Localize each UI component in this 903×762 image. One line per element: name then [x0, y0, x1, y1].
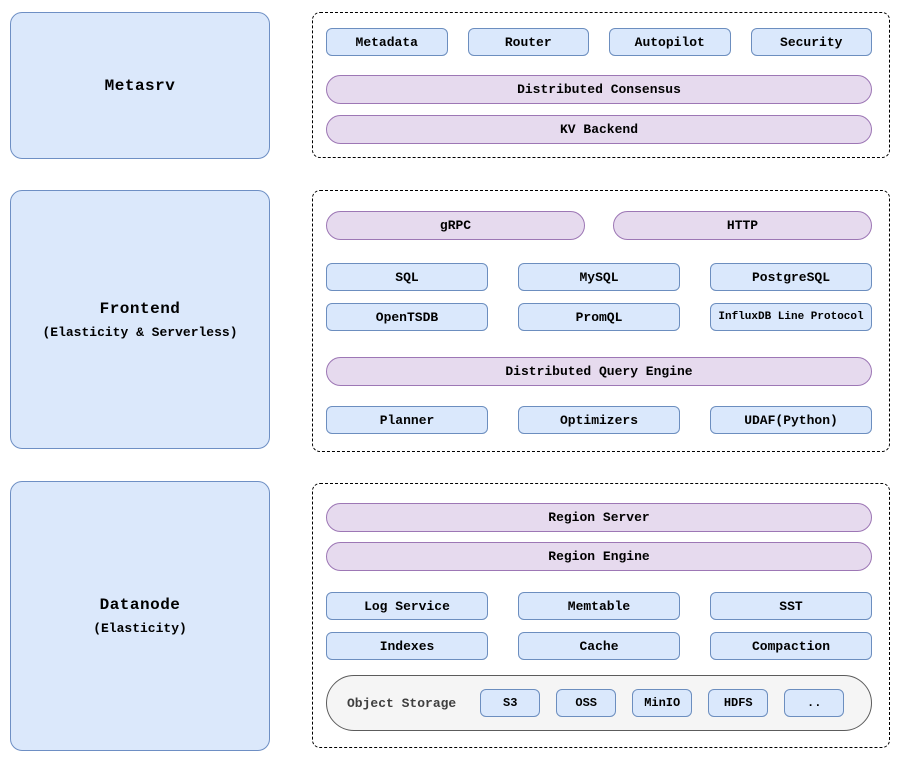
metasrv-modules-row: Metadata Router Autopilot Security	[326, 28, 872, 56]
node-minio: MinIO	[632, 689, 693, 717]
frontend-box-subtitle: (Elasticity & Serverless)	[42, 324, 238, 340]
pill-http: HTTP	[613, 211, 872, 240]
node-metadata: Metadata	[326, 28, 448, 56]
datanode-panel: Region Server Region Engine Log Service …	[312, 483, 890, 748]
frontend-engine-modules-row: Planner Optimizers UDAF(Python)	[326, 406, 872, 434]
node-memtable: Memtable	[518, 592, 680, 620]
pill-kv-backend: KV Backend	[326, 115, 872, 144]
frontend-panel: gRPC HTTP SQL MySQL PostgreSQL OpenTSDB …	[312, 190, 890, 452]
frontend-protocols-row2: OpenTSDB PromQL InfluxDB Line Protocol	[326, 303, 872, 331]
datanode-box: Datanode (Elasticity)	[10, 481, 270, 751]
node-router: Router	[467, 28, 589, 56]
datanode-modules-row2: Indexes Cache Compaction	[326, 632, 872, 660]
node-udaf-python: UDAF(Python)	[710, 406, 872, 434]
node-promql: PromQL	[518, 303, 680, 331]
object-storage-label: Object Storage	[347, 695, 457, 711]
node-opentsdb: OpenTSDB	[326, 303, 488, 331]
datanode-modules-row1: Log Service Memtable SST	[326, 592, 872, 620]
node-compaction: Compaction	[710, 632, 872, 660]
node-postgresql: PostgreSQL	[710, 263, 872, 291]
metasrv-box: Metasrv	[10, 12, 270, 159]
node-autopilot: Autopilot	[609, 28, 731, 56]
node-sst: SST	[710, 592, 872, 620]
pill-region-engine: Region Engine	[326, 542, 872, 571]
frontend-box-title: Frontend	[99, 299, 181, 318]
frontend-transport-row: gRPC HTTP	[326, 211, 872, 240]
node-security: Security	[750, 28, 872, 56]
node-mysql: MySQL	[518, 263, 680, 291]
frontend-box: Frontend (Elasticity & Serverless)	[10, 190, 270, 449]
node-cache: Cache	[518, 632, 680, 660]
node-optimizers: Optimizers	[518, 406, 680, 434]
pill-grpc: gRPC	[326, 211, 585, 240]
pill-distributed-consensus: Distributed Consensus	[326, 75, 872, 104]
object-storage-group: Object Storage S3 OSS MinIO HDFS ..	[326, 675, 872, 731]
frontend-protocols-row1: SQL MySQL PostgreSQL	[326, 263, 872, 291]
node-sql: SQL	[326, 263, 488, 291]
metasrv-panel: Metadata Router Autopilot Security Distr…	[312, 12, 890, 158]
node-influxdb-line-protocol: InfluxDB Line Protocol	[710, 303, 872, 331]
datanode-box-title: Datanode	[99, 596, 181, 614]
node-s3: S3	[480, 689, 541, 717]
pill-distributed-query-engine: Distributed Query Engine	[326, 357, 872, 386]
node-other-storage: ..	[784, 689, 845, 717]
node-log-service: Log Service	[326, 592, 488, 620]
pill-region-server: Region Server	[326, 503, 872, 532]
node-oss: OSS	[556, 689, 617, 717]
datanode-box-subtitle: (Elasticity)	[93, 621, 187, 636]
node-hdfs: HDFS	[708, 689, 769, 717]
node-planner: Planner	[326, 406, 488, 434]
metasrv-box-title: Metasrv	[104, 76, 176, 95]
node-indexes: Indexes	[326, 632, 488, 660]
